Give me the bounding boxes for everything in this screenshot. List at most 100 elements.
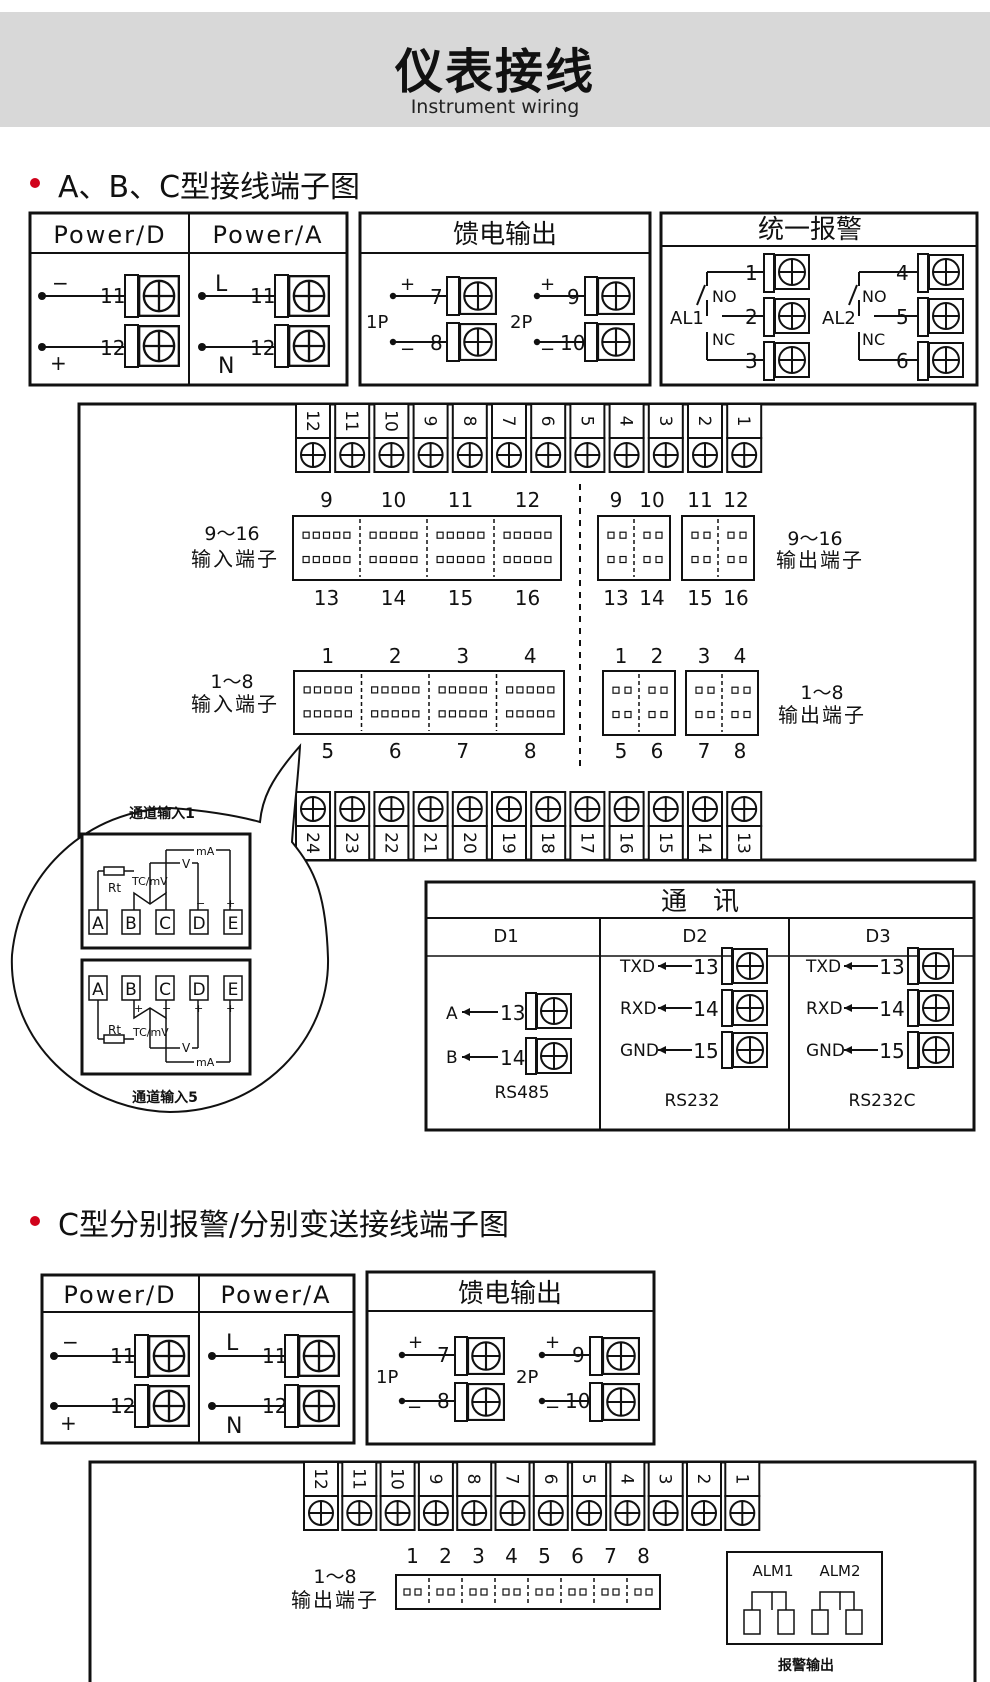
connector-pin: [414, 1588, 422, 1596]
connector-pin: [536, 710, 545, 718]
callout-v-lower: V: [182, 1041, 191, 1055]
connector-pin: [743, 710, 751, 719]
callout-letter-box: [223, 909, 243, 935]
connector-number: 10: [381, 488, 406, 512]
feed-1p: 1P: [366, 312, 388, 333]
terminal-label-cell: [412, 825, 449, 861]
callout-plus-lower-b: +: [134, 1002, 143, 1015]
callout-minus-upper: −: [196, 897, 205, 910]
section-2-title: C型分别报警/分别变送接线端子图: [58, 1208, 510, 1243]
connector-pin: [334, 686, 342, 694]
power2-d-t11: 11: [110, 1344, 135, 1368]
connector-pin: [619, 555, 627, 564]
alarm-t5: 5: [896, 305, 909, 329]
callout-ma-lower: mA: [196, 1056, 215, 1069]
connector-number: 1: [615, 644, 628, 668]
connector-pin: [691, 531, 699, 539]
callout-letter-box: [121, 909, 141, 935]
terminal-label-cell: [373, 403, 410, 439]
connector-pin: [344, 686, 352, 694]
connector-number: 11: [687, 488, 712, 512]
connector-pin: [607, 531, 615, 539]
power-a-l: L: [215, 272, 228, 297]
connector-number: 5: [538, 1544, 551, 1568]
terminal-label-cell: [451, 403, 488, 439]
connector-pin: [695, 686, 703, 694]
terminal-screw-icon: [732, 990, 768, 1026]
feed-box-2: 馈电输出 1P + 7 − 8 2P + 9 − 10: [365, 1270, 656, 1446]
connector-number: 11: [448, 488, 473, 512]
connector-number: 8: [734, 739, 747, 763]
connector-pin: [534, 555, 542, 564]
bullet-dot-icon: [30, 177, 40, 188]
panel2-alm1: ALM1: [752, 1562, 793, 1580]
power-d-plus: +: [50, 351, 67, 375]
callout-letter: B: [125, 980, 137, 1000]
terminal-number: 10: [380, 410, 400, 432]
connector-pin: [379, 531, 387, 539]
out18-label-text: 输出端子: [778, 703, 866, 727]
callout-plus-lower-e: +: [226, 1002, 235, 1015]
connector-number: 7: [698, 739, 711, 763]
connector-pin: [448, 710, 457, 718]
connector-pin: [446, 531, 454, 539]
terminal-number: 12: [302, 410, 322, 432]
connector-pin: [523, 555, 532, 564]
callout-letter: A: [92, 914, 104, 934]
feed-2p: 2P: [510, 312, 532, 333]
power2-d-t12: 12: [110, 1394, 135, 1418]
callout-plus-lower-d: +: [194, 1002, 203, 1015]
connector-pin: [607, 555, 615, 564]
terminal-number: 15: [655, 832, 675, 854]
connector-pin: [333, 531, 341, 539]
feed2-2p-minus: −: [545, 1397, 560, 1418]
connector-pin: [369, 555, 377, 564]
section-heading-1: A、B、C型接线端子图: [30, 162, 360, 206]
feed2-2p: 2P: [516, 1367, 538, 1388]
feed2-title: 馈电输出: [458, 1279, 562, 1309]
comm-rs485: RS485: [494, 1083, 549, 1103]
terminal-number: 18: [537, 832, 557, 854]
callout-letter: D: [192, 980, 205, 1000]
connector-number: 3: [472, 1544, 485, 1568]
callout-v-upper: V: [182, 857, 191, 871]
power2-d-minus: −: [62, 1330, 79, 1354]
connector-pin: [436, 531, 444, 539]
panel2-out-range: 1～8: [313, 1566, 356, 1588]
power-box-2: Power/D Power/A − 11 + 12 L 11 N 12: [40, 1273, 356, 1445]
connector-pin: [506, 686, 514, 694]
terminal-number: 17: [576, 832, 596, 854]
terminal-label-cell: [571, 1461, 608, 1497]
connector-pin: [389, 531, 398, 539]
connector-pin: [546, 1588, 554, 1596]
callout-rt-lower: Rt: [108, 1023, 121, 1037]
connector-pin: [313, 710, 322, 718]
connector-number: 13: [314, 586, 339, 610]
connector-pin: [601, 1588, 609, 1596]
terminal-label-cell: [608, 403, 645, 439]
connector-pin: [479, 710, 487, 718]
connector-number: 7: [604, 1544, 617, 1568]
terminal-number: 5: [578, 1474, 598, 1485]
terminal-label-cell: [532, 1461, 569, 1497]
connector-pin: [502, 1588, 510, 1596]
terminal-label-cell: [373, 825, 410, 861]
terminal-number: 6: [540, 1474, 560, 1485]
feed2-t9: 9: [572, 1343, 585, 1367]
terminal-label-cell: [608, 825, 645, 861]
connector-pin: [739, 555, 747, 564]
terminal-label-cell: [726, 825, 763, 861]
comm-signal-label: RXD: [620, 999, 657, 1019]
callout-rt-upper: Rt: [108, 881, 121, 895]
connector-pin: [513, 1588, 521, 1596]
connector-pin: [303, 686, 311, 694]
alarm-al1-nc: NC: [712, 330, 735, 349]
connector-pin: [456, 555, 465, 564]
feed-t8: 8: [430, 331, 443, 355]
connector-number: 5: [321, 739, 334, 763]
panel2-out-text: 输出端子: [291, 1588, 379, 1612]
